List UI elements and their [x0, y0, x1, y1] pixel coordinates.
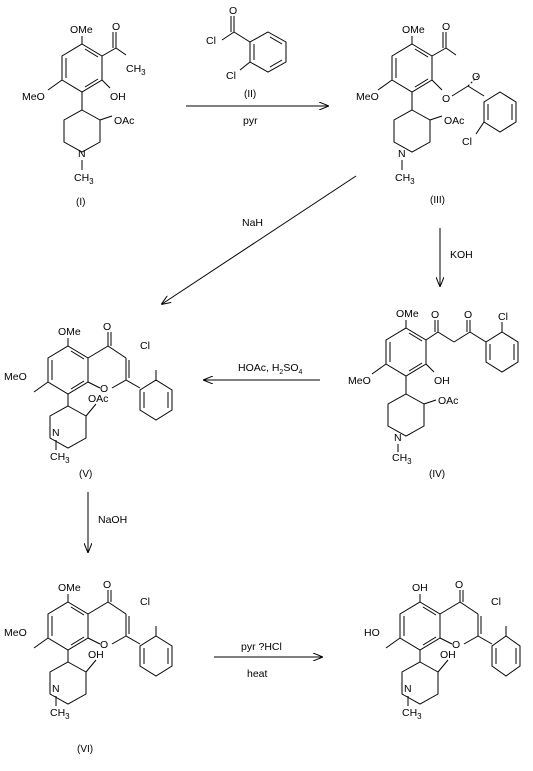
reagent-label: NaH [242, 217, 263, 229]
atom-label: O [452, 639, 460, 651]
atom-label: OAc [444, 115, 464, 127]
atom-label: CH3 [50, 451, 70, 465]
atom-label: O [112, 21, 120, 33]
atom-label: CH3 [402, 707, 422, 721]
reaction-arrow-step2 [162, 175, 357, 304]
compound-III: OMe O O O Cl MeO OAc N CH3 (III) [356, 21, 517, 206]
atom-label: OAc [114, 115, 134, 127]
atom-label: OMe [402, 24, 425, 36]
atom-label: OAc [438, 395, 458, 407]
atom-label: HO [364, 627, 380, 639]
reagent-label: HOAc, H2SO4 [238, 362, 303, 376]
atom-label: O [431, 309, 439, 321]
atom-label: Cl [491, 596, 501, 608]
atom-label: OAc [88, 393, 108, 405]
atom-label: Cl [140, 596, 150, 608]
atom-label: CH3 [50, 707, 70, 721]
atom-label: OMe [58, 326, 81, 338]
atom-label: N [394, 432, 402, 444]
atom-label: CH3 [74, 172, 94, 186]
atom-label: O [455, 579, 463, 591]
compound-final: O O Cl OH HO OH N CH3 [364, 579, 521, 721]
atom-label: N [404, 683, 412, 695]
compound-label: (II) [244, 89, 256, 100]
atom-label: Cl [226, 70, 236, 82]
compound-label: (IV) [429, 469, 445, 480]
atom-label: OH [434, 375, 450, 387]
compound-II: O Cl Cl (II) [206, 5, 287, 100]
atom-label: OH [88, 649, 104, 661]
atom-label: MeO [348, 375, 371, 387]
atom-label: OMe [70, 24, 93, 36]
atom-label: O [100, 639, 108, 651]
reagent-label: KOH [450, 249, 473, 261]
atom-label: MeO [356, 91, 379, 103]
compound-label: (III) [430, 195, 445, 206]
compound-label: (V) [79, 469, 92, 480]
atom-label: CH3 [392, 452, 412, 466]
compound-label: (VI) [77, 744, 93, 755]
atom-label: N [52, 683, 60, 695]
atom-label: Cl [140, 340, 150, 352]
atom-label: O [103, 579, 111, 591]
atom-label: O [464, 309, 472, 321]
atom-label: O [442, 93, 450, 105]
atom-label: N [52, 427, 60, 439]
atom-label: Cl [206, 35, 216, 47]
reagent-label: heat [247, 668, 268, 680]
atom-label: OMe [396, 308, 419, 320]
atom-label: O [100, 383, 108, 395]
compound-I: OMe O CH3 OH MeO OAc N CH3 (I) [22, 21, 146, 208]
atom-label: O [103, 321, 111, 333]
atom-label: N [398, 148, 406, 160]
atom-label: O [229, 5, 237, 17]
atom-label: O [472, 71, 480, 83]
compound-V: O O Cl OMe MeO OAc N CH3 (V) [4, 321, 173, 480]
compound-VI: O O Cl OMe MeO OH N CH3 (VI) [4, 579, 173, 755]
atom-label: MeO [4, 627, 27, 639]
reagent-label: pyr [243, 115, 258, 127]
atom-label: O [442, 21, 450, 33]
atom-label: Cl [462, 136, 472, 148]
reagent-label: NaOH [98, 514, 127, 526]
atom-label: CH3 [395, 172, 415, 186]
atom-label: MeO [4, 371, 27, 383]
atom-label: MeO [22, 91, 45, 103]
compound-label: (I) [76, 197, 85, 208]
atom-label: OH [440, 649, 456, 661]
atom-label: CH3 [126, 63, 146, 77]
reagent-label: pyr ?HCl [241, 641, 282, 653]
atom-label: Cl [498, 311, 508, 323]
atom-label: OH [412, 582, 428, 594]
atom-label: OMe [58, 582, 81, 594]
atom-label: OH [110, 91, 126, 103]
atom-label: N [78, 148, 86, 160]
compound-IV: OMe O O Cl OH MeO OAc N CH3 (IV) [348, 308, 519, 480]
